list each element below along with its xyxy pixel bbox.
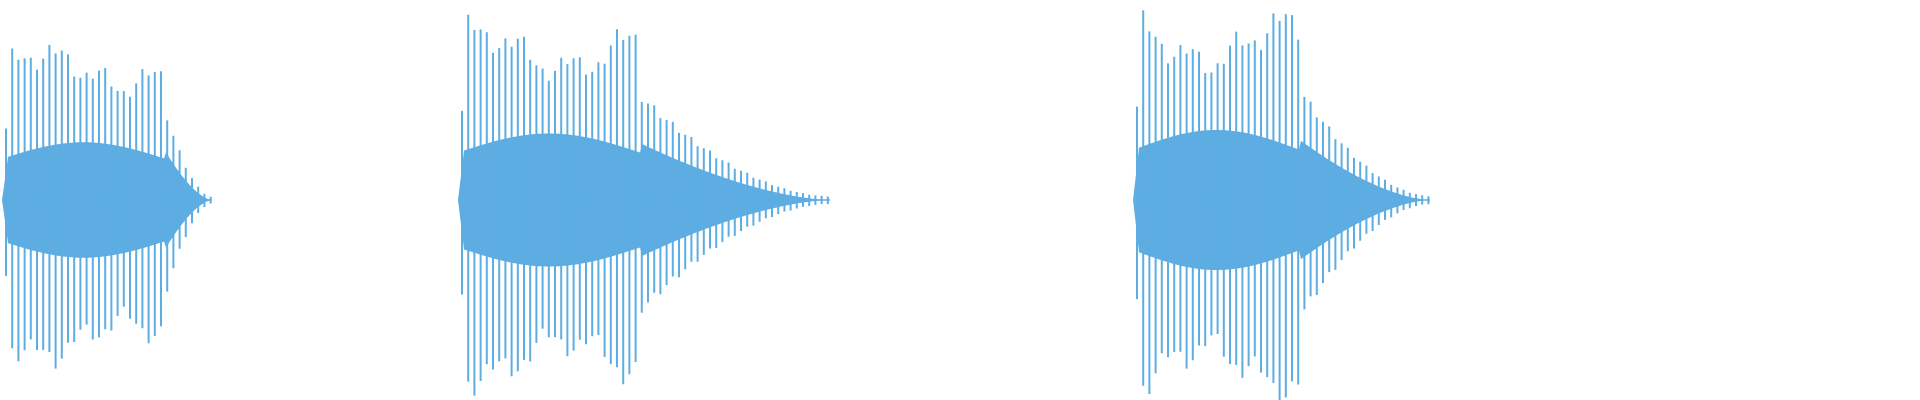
waveform-burst-2 [458, 14, 830, 396]
waveform-group [2, 10, 1430, 400]
waveform-burst-1 [2, 44, 212, 369]
waveform-burst-3 [1133, 10, 1430, 400]
